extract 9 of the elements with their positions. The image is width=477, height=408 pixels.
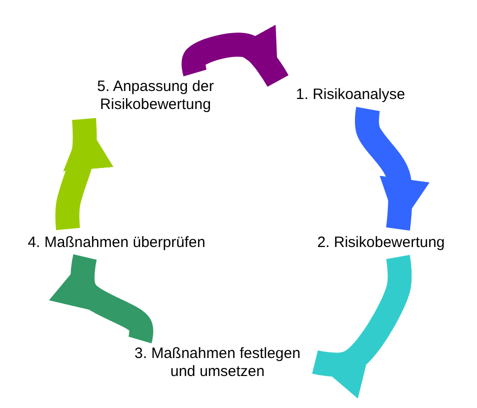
- curved-arrow: [182, 24, 288, 87]
- step-label: 5. Anpassung der Risikobewertung: [96, 78, 215, 114]
- step-label: 2. Risikobewertung: [316, 234, 446, 252]
- step-label: 3. Maßnahmen festlegen und umsetzen: [134, 345, 302, 381]
- curved-arrow: [49, 254, 154, 343]
- step-label: 4. Maßnahmen überprüfen: [26, 234, 206, 252]
- curved-arrow: [55, 118, 114, 230]
- step-label: 1. Risikoanalyse: [294, 86, 406, 104]
- curved-arrow: [354, 107, 430, 230]
